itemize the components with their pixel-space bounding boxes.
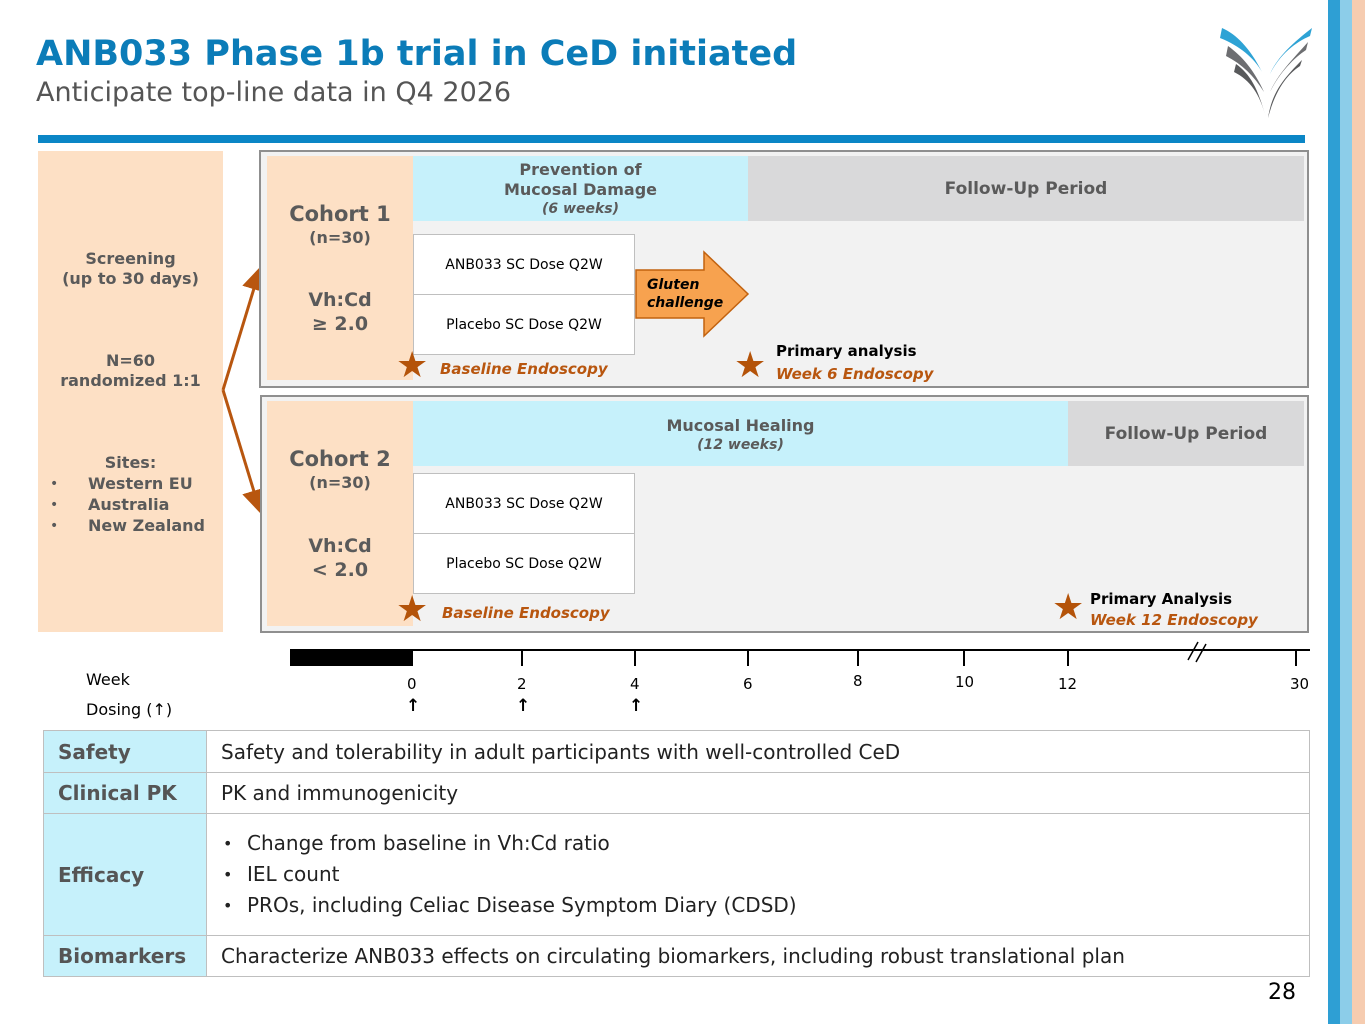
week-tick: 0 [407,675,417,693]
decorative-stripe [1340,0,1352,1024]
cohort-1-phase: Prevention of Mucosal Damage (6 weeks) [413,156,748,221]
dose-arrow-icon: ↑ [629,696,644,716]
gluten-line1: Gluten [647,277,700,293]
cohort-1-primary-week: Week 6 Endoscopy [776,365,934,383]
row-value: Change from baseline in Vh:Cd ratio IEL … [206,813,1310,936]
site-item: Australia [50,495,170,515]
title-divider [38,135,1305,143]
screening-duration: (up to 30 days) [62,269,199,288]
table-row: Efficacy Change from baseline in Vh:Cd r… [43,813,1310,936]
cohort-2-active-arm: ANB033 SC Dose Q2W [413,473,635,534]
cohort-2-followup: Follow-Up Period [1068,401,1304,466]
sites-label: Sites: [104,453,157,472]
row-key: Efficacy [43,813,207,936]
gluten-line2: challenge [647,295,724,311]
week-tick: 4 [630,675,640,693]
cohort-2-label: Cohort 2 (n=30) Vh:Cd < 2.0 [267,401,413,626]
site-item: New Zealand [50,516,205,536]
row-key: Safety [43,730,207,773]
cohort-1-baseline: Baseline Endoscopy [440,360,608,378]
cohort-1-label: Cohort 1 (n=30) Vh:Cd ≥ 2.0 [267,156,413,380]
week-row-label: Week [86,670,130,689]
list-item: Change from baseline in Vh:Cd ratio [221,828,1309,859]
week-tick: 30 [1290,675,1310,693]
cohort-1-size: (n=30) [309,228,371,247]
row-value: PK and immunogenicity [206,772,1310,814]
list-item: PROs, including Celiac Disease Symptom D… [221,890,1309,921]
screening-box: Screening (up to 30 days) N=60 randomize… [38,151,223,632]
phase-duration: (6 weeks) [542,201,619,217]
cohort-1-name: Cohort 1 [289,202,391,226]
baseline-star-icon: ★ [396,589,429,630]
cohort-1-criterion: Vh:Cd [308,289,372,311]
company-logo-icon [1220,28,1312,118]
dosing-row-label: Dosing (↑) [86,700,173,719]
cohort-2-placebo-arm: Placebo SC Dose Q2W [413,533,635,594]
phase-title: Mucosal Healing [666,416,815,435]
cohort-1-placebo-arm: Placebo SC Dose Q2W [413,294,635,355]
cohort-2-phase: Mucosal Healing (12 weeks) [413,401,1068,466]
gluten-challenge-arrow [635,250,750,338]
page-title: ANB033 Phase 1b trial in CeD initiated [36,34,798,74]
cohort-2-baseline: Baseline Endoscopy [442,604,610,622]
row-key: Biomarkers [43,935,207,977]
screening-label: Screening [85,249,176,268]
primary-star-icon: ★ [1052,587,1085,628]
list-item: IEL count [221,859,1309,890]
cohort-2-name: Cohort 2 [289,447,391,471]
table-row: Safety Safety and tolerability in adult … [43,730,1310,773]
randomization-arrows [221,266,266,514]
baseline-star-icon: ★ [396,345,429,386]
cohort-2-primary-week: Week 12 Endoscopy [1090,611,1258,629]
table-row: Biomarkers Characterize ANB033 effects o… [43,935,1310,977]
site-item: Western EU [50,474,193,494]
week-tick: 8 [853,672,863,690]
objectives-table: Safety Safety and tolerability in adult … [43,730,1310,977]
cohort-2-criterion: Vh:Cd [308,535,372,557]
week-timeline [290,641,1310,666]
table-row: Clinical PK PK and immunogenicity [43,772,1310,814]
sample-size: N=60 [105,351,156,370]
cohort-1-primary-label: Primary analysis [776,342,917,360]
dose-arrow-icon: ↑ [516,696,531,716]
week-tick: 10 [955,673,975,691]
cohort-2-threshold: < 2.0 [311,559,369,581]
row-value: Characterize ANB033 effects on circulati… [206,935,1310,977]
row-key: Clinical PK [43,772,207,814]
row-value: Safety and tolerability in adult partici… [206,730,1310,773]
decorative-stripe [1328,0,1340,1024]
dose-arrow-icon: ↑ [406,696,421,716]
cohort-1-threshold: ≥ 2.0 [311,313,369,335]
phase-duration: (12 weeks) [697,437,784,453]
phase-title-line2: Mucosal Damage [503,180,657,199]
week-tick: 6 [743,675,753,693]
primary-star-icon: ★ [734,345,767,386]
cohort-2-size: (n=30) [309,473,371,492]
cohort-1-active-arm: ANB033 SC Dose Q2W [413,234,635,295]
phase-title-line1: Prevention of [519,160,642,179]
cohort-2-primary-label: Primary Analysis [1090,590,1233,608]
page-number: 28 [1268,980,1296,1005]
page-subtitle: Anticipate top-line data in Q4 2026 [36,77,512,108]
decorative-stripe [1352,0,1365,1024]
cohort-1-followup: Follow-Up Period [748,156,1304,221]
week-tick: 12 [1058,675,1078,693]
randomization: randomized 1:1 [60,371,201,390]
gluten-challenge-label: Gluten challenge [647,276,723,312]
week-tick: 2 [517,675,527,693]
